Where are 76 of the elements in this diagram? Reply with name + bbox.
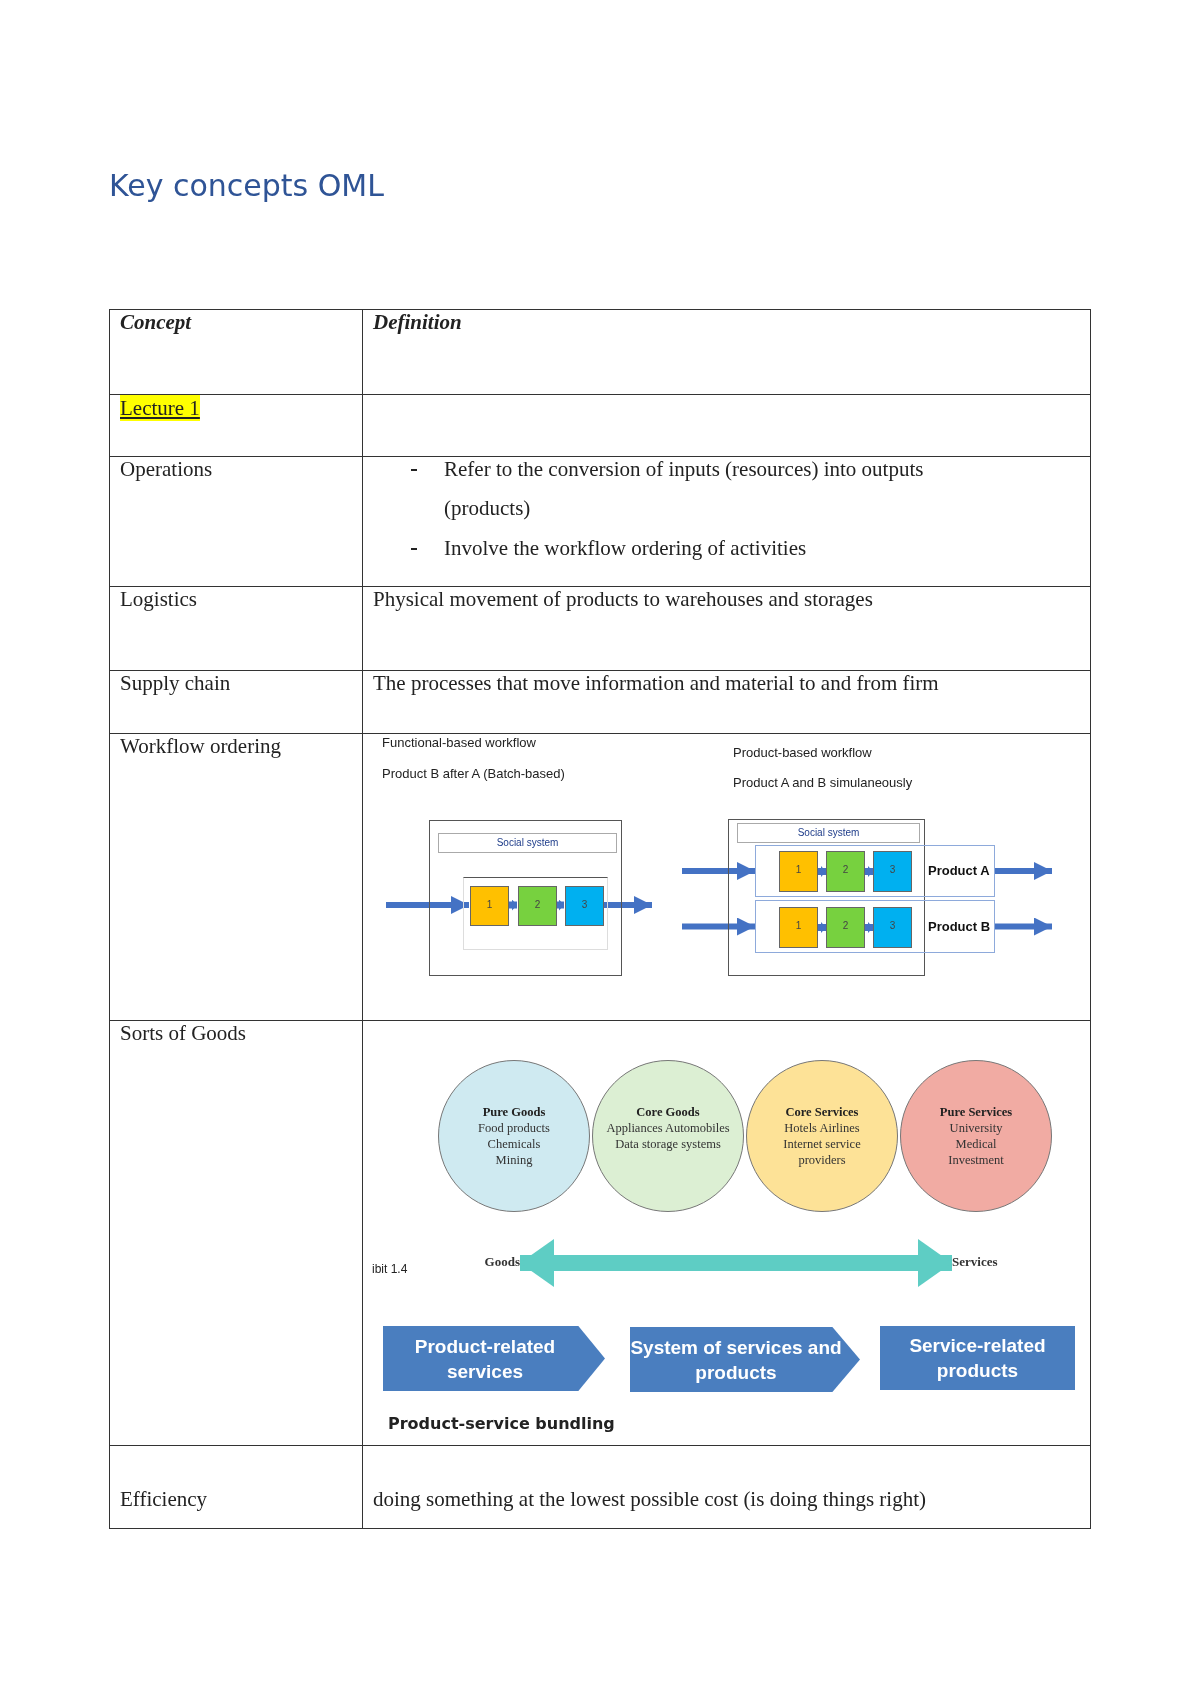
system-label: Social system (737, 823, 920, 843)
chevron-box (630, 1327, 860, 1392)
cell-text: doing something at the lowest possible cost (is doing things right) (373, 1486, 926, 1513)
system-frame (728, 819, 925, 976)
process-step (873, 907, 912, 948)
process-step (779, 907, 818, 948)
product-lane (755, 845, 995, 897)
process-step (826, 851, 865, 892)
lane-label: Product A (928, 863, 990, 878)
process-step (779, 851, 818, 892)
step-number: 3 (580, 899, 589, 910)
product-lane (755, 900, 995, 953)
cell-text: Refer to the conversion of inputs (resources) into outputs (products) (444, 456, 925, 522)
arrow (386, 896, 469, 914)
category-examples: Hotels Airlines Internet service providers (782, 1120, 862, 1168)
figure-caption: Product A and B simulaneously (733, 774, 913, 792)
arrow (865, 866, 873, 877)
arrow (508, 899, 517, 911)
cell-text: The processes that move information and material to and from firm (373, 670, 939, 697)
double-arrow (520, 1239, 952, 1287)
bundle-box (880, 1326, 1075, 1390)
process-step (565, 886, 604, 926)
arrow (865, 922, 873, 933)
figure-caption: Functional-based workflow (382, 734, 536, 752)
section-heading: Lecture 1 (120, 395, 200, 421)
category-heading: Core Services (785, 1105, 859, 1120)
cell-text: Involve the workflow ordering of activities (444, 535, 807, 562)
arrow (682, 917, 755, 936)
step-number: 1 (485, 899, 494, 910)
cell-text: Supply chain (120, 670, 231, 697)
category-examples: Appliances Automobiles Data storage systems (605, 1120, 731, 1152)
cell-text: Sorts of Goods (120, 1020, 246, 1047)
step-number: 3 (888, 864, 897, 875)
cell-text: Operations (120, 456, 213, 483)
step-number: 1 (794, 920, 803, 931)
arrow (818, 922, 826, 933)
column-header: Definition (373, 309, 462, 336)
cell-text: Efficiency (120, 1486, 208, 1513)
page-title: Key concepts OML (109, 168, 384, 203)
step-number: 3 (888, 920, 897, 931)
process-step (826, 907, 865, 948)
category-heading: Core Goods (636, 1105, 700, 1120)
arrow (995, 917, 1052, 936)
figure-caption: Product-based workflow (733, 744, 872, 762)
arrow (556, 899, 564, 911)
step-number: 2 (533, 899, 542, 910)
step-number: 2 (841, 920, 850, 931)
system-label: Social system (438, 833, 617, 853)
step-number: 1 (794, 864, 803, 875)
bundle-text: System of services and products (630, 1335, 842, 1385)
step-number: 2 (841, 864, 850, 875)
category-examples: Food products Chemicals Mining (477, 1120, 551, 1168)
category-heading: Pure Goods (482, 1105, 546, 1120)
bundle-text: Product-related services (413, 1334, 557, 1384)
arrow (995, 862, 1052, 880)
cell-text: Physical movement of products to warehouses and storages (373, 586, 873, 613)
cell-text: Workflow ordering (120, 733, 282, 760)
lane-label: Product B (928, 918, 991, 934)
system-frame (429, 820, 622, 976)
category-heading: Pure Services (939, 1105, 1013, 1120)
bundle-text: Service-related products (908, 1334, 1047, 1383)
category-examples: University Medical Investment (947, 1120, 1005, 1168)
arrow (818, 866, 826, 877)
axis-label: Goods (484, 1254, 520, 1270)
exhibit-label: ibit 1.4 (372, 1262, 408, 1276)
process-step (518, 886, 557, 926)
cell-text: Logistics (120, 586, 197, 613)
column-header: Concept (120, 309, 192, 336)
arrow (603, 896, 652, 914)
figure-caption: Product B after A (Batch-based) (382, 765, 565, 783)
process-step (873, 851, 912, 892)
arrow (682, 862, 755, 880)
chevron-box (383, 1326, 605, 1391)
figure-caption: Product-service bundling (388, 1414, 615, 1433)
axis-label: Services (952, 1254, 998, 1270)
process-step (470, 886, 509, 926)
